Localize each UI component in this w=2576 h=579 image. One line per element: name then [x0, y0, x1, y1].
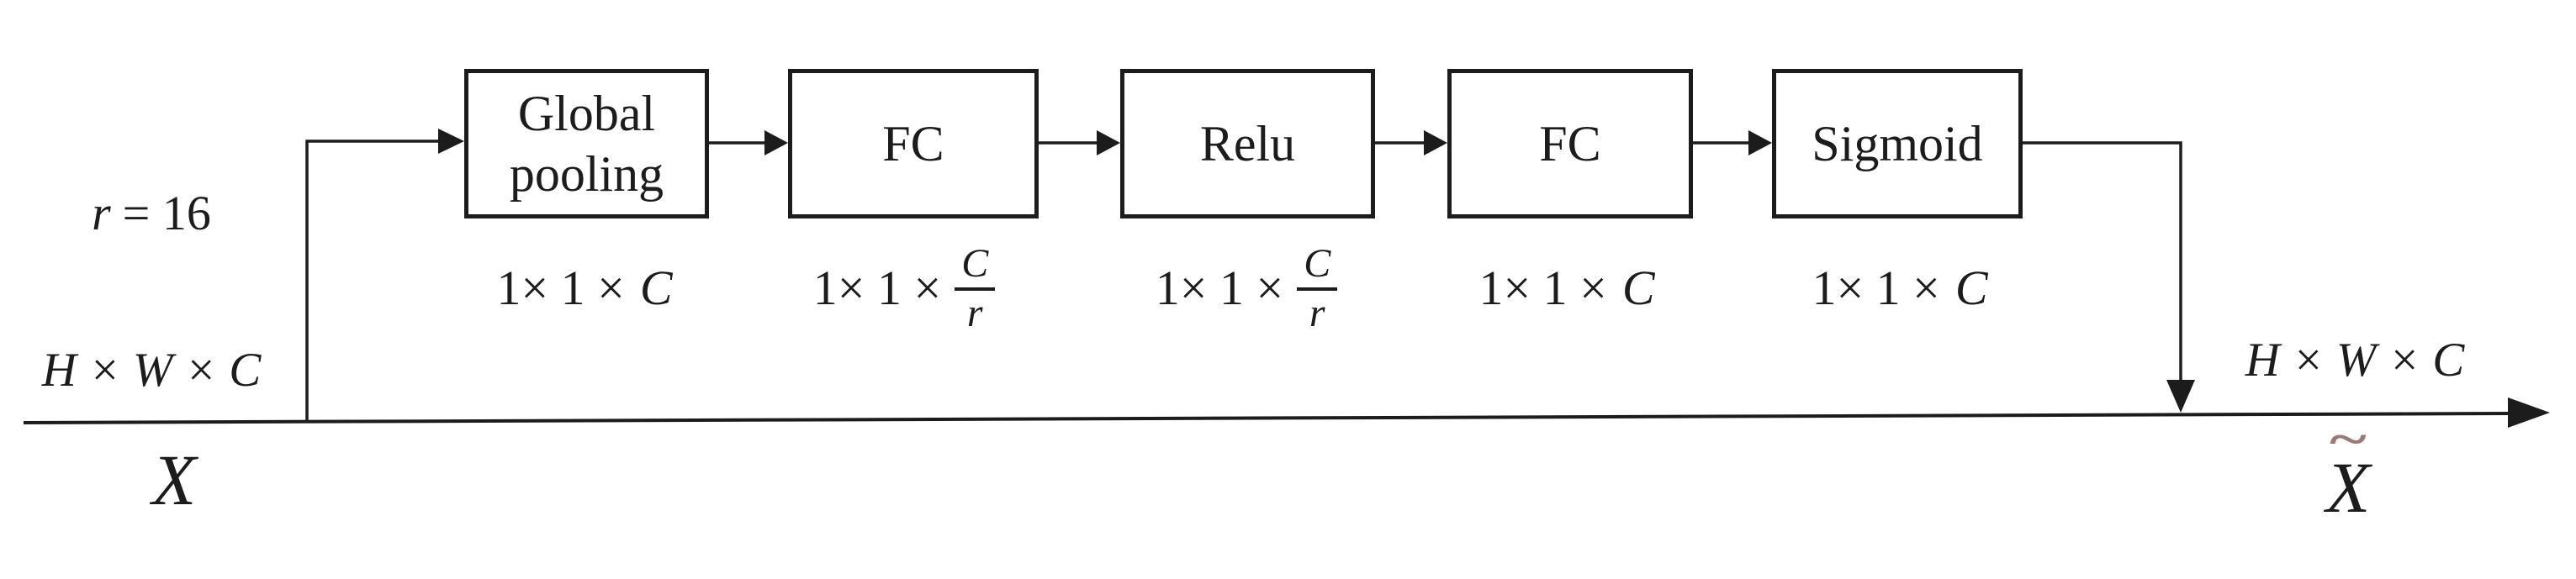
- arrowhead-pooling-fc1: [764, 130, 788, 155]
- fraction-numerator: C: [955, 242, 996, 291]
- dim-label-relu: 1× 1 × C r: [1070, 242, 1423, 335]
- ratio-variable: r: [92, 186, 111, 240]
- dim-prefix: 1× 1 ×: [1812, 260, 1940, 315]
- dim-prefix: 1× 1 ×: [496, 260, 625, 315]
- dim-channels: C: [639, 260, 673, 315]
- main-flow-arrowhead: [2508, 397, 2550, 428]
- fraction-denominator: r: [1309, 291, 1325, 335]
- block-fc1: FC: [788, 69, 1039, 218]
- arrowhead-relu-fc2: [1424, 130, 1447, 155]
- dim-fraction: C r: [955, 242, 996, 336]
- dim-fraction: C r: [1297, 242, 1338, 336]
- block-fc2: FC: [1447, 69, 1693, 218]
- sigmoid-output-line: [2023, 141, 2182, 382]
- fraction-numerator: C: [1297, 242, 1338, 291]
- input-dim-label: H × W × C: [41, 344, 262, 397]
- output-variable: X: [2325, 447, 2371, 528]
- fraction-denominator: r: [966, 291, 983, 335]
- output-tensor-label: ~ X: [2264, 416, 2432, 528]
- dim-prefix: 1× 1 ×: [812, 260, 942, 315]
- dim-channels: C: [1954, 260, 1988, 315]
- block-sigmoid: Sigmoid: [1772, 69, 2023, 218]
- arrowhead-fc1-relu: [1097, 130, 1120, 155]
- dim-label-fc1: 1× 1 × C r: [727, 242, 1081, 335]
- reduction-ratio-label: r = 16: [50, 185, 252, 241]
- block-relu: Relu: [1120, 69, 1375, 218]
- dim-prefix: 1× 1 ×: [1478, 260, 1607, 315]
- input-tensor-label: X: [151, 440, 197, 520]
- branch-arrowhead: [438, 129, 464, 154]
- dim-label-fc2: 1× 1 × C: [1390, 254, 1743, 321]
- block-global-pooling: Global pooling: [464, 69, 709, 218]
- sigmoid-output-arrowhead: [2166, 380, 2195, 413]
- dim-channels: C: [1621, 260, 1655, 315]
- tilde-accent: ~: [2330, 413, 2367, 466]
- branch-line: [305, 139, 440, 421]
- ratio-value: = 16: [122, 186, 211, 240]
- arrowhead-fc2-sigmoid: [1748, 130, 1772, 155]
- main-flow-line: [23, 412, 2512, 424]
- dim-label-sigmoid: 1× 1 × C: [1723, 254, 2076, 321]
- output-dim-label: H × W × C: [2245, 334, 2465, 387]
- dim-label-global-pooling: 1× 1 × C: [408, 254, 761, 321]
- dim-prefix: 1× 1 ×: [1155, 260, 1284, 315]
